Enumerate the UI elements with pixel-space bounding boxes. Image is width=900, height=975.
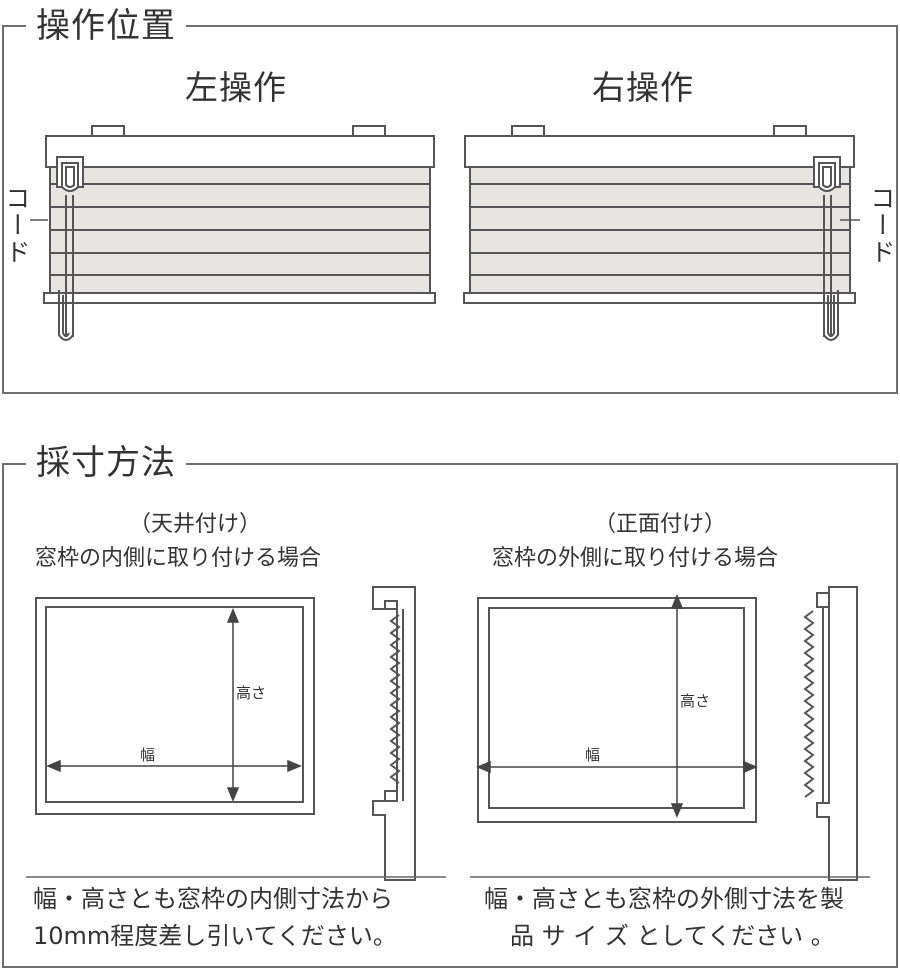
inside-height-label: 高さ <box>236 684 267 702</box>
inside-caption-line1: （天井付け） <box>128 512 261 537</box>
outside-mount-window-diagram <box>476 594 758 823</box>
inside-caption-line2: 窓枠の内側に取り付ける場合 <box>35 546 322 571</box>
inside-base-line <box>26 876 446 878</box>
left-cord-label: コード <box>2 185 31 266</box>
left-operation-blind-illustration <box>30 125 436 341</box>
outside-note-line2: 品 サ イ ズ としてください 。 <box>510 922 835 950</box>
outside-caption-line1: （正面付け） <box>593 512 726 537</box>
inside-width-label: 幅 <box>140 746 156 764</box>
inside-note-line2: 10mm程度差し引いてください。 <box>33 922 397 950</box>
outside-note-line1: 幅・高さとも窓枠の外側寸法を製 <box>484 885 844 913</box>
operation-section-title: 操作位置 <box>26 6 186 46</box>
right-operation-label: 右操作 <box>592 68 694 107</box>
outside-base-line <box>470 876 870 878</box>
operation-panel <box>2 25 898 394</box>
inside-mount-window-diagram <box>35 597 315 815</box>
right-cord-label: コード <box>867 185 896 266</box>
outside-height-label: 高さ <box>680 692 711 710</box>
inside-mount-section-view <box>372 586 416 881</box>
measure-panel <box>2 463 898 968</box>
left-operation-label: 左操作 <box>185 68 287 107</box>
inside-note-line1: 幅・高さとも窓枠の内側寸法から <box>33 885 393 913</box>
measure-section-title: 採寸方法 <box>26 443 186 483</box>
right-operation-blind-illustration <box>463 125 860 341</box>
outside-caption-line2: 窓枠の外側に取り付ける場合 <box>492 546 779 571</box>
outside-mount-section-view <box>803 586 858 881</box>
outside-width-label: 幅 <box>585 746 601 764</box>
